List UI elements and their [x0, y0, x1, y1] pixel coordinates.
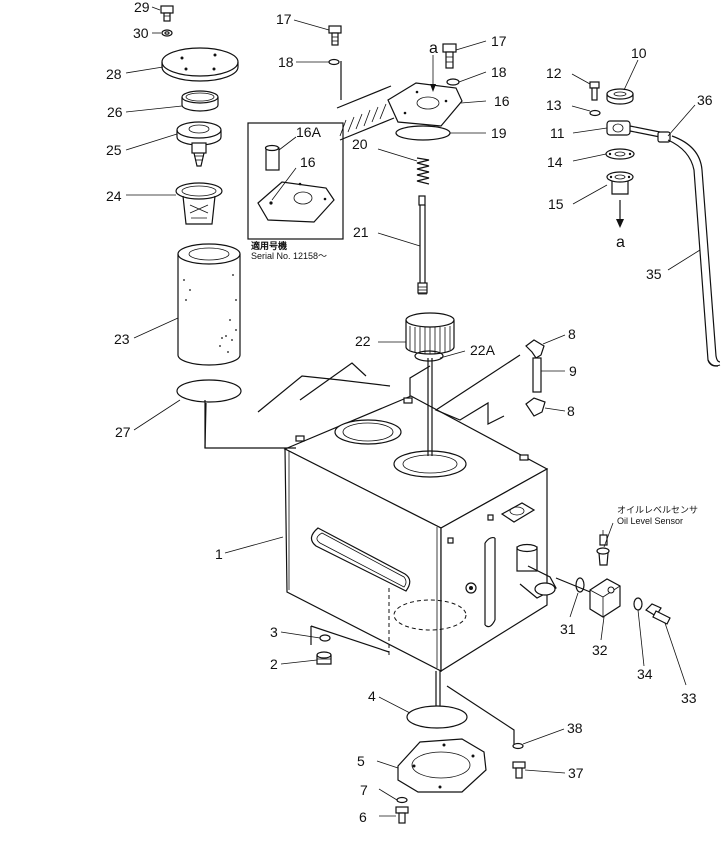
label-27: 27 — [115, 424, 131, 440]
bolt-29 — [160, 5, 174, 22]
label-18-upper: 18 — [278, 54, 294, 70]
label-13: 13 — [546, 97, 562, 113]
label-a-top: a — [429, 40, 438, 57]
label-23: 23 — [114, 331, 130, 347]
washer-13 — [589, 109, 601, 117]
washer-18-right — [446, 78, 460, 86]
label-32: 32 — [592, 642, 608, 658]
label-7: 7 — [360, 782, 368, 798]
bolt-17-upper — [328, 25, 342, 46]
label-11: 11 — [550, 125, 565, 141]
sensor-note-jp: オイルレベルセンサ — [617, 505, 699, 515]
filter-element-23 — [177, 243, 241, 366]
label-15: 15 — [548, 196, 564, 212]
label-19: 19 — [491, 125, 507, 141]
washer-3 — [319, 634, 331, 642]
spring-20 — [416, 157, 430, 185]
gasket-14 — [605, 148, 635, 160]
valve-25 — [176, 121, 222, 167]
label-20: 20 — [352, 136, 368, 152]
screw-12 — [589, 81, 600, 101]
cover-28 — [161, 47, 239, 82]
label-22: 22 — [355, 333, 371, 349]
washer-18-upper — [328, 58, 340, 66]
label-31: 31 — [560, 621, 576, 637]
washer-30 — [161, 29, 173, 37]
label-4: 4 — [368, 688, 376, 704]
arrow-a-right — [616, 200, 624, 228]
washer-7 — [396, 796, 408, 804]
label-35: 35 — [646, 266, 662, 282]
label-17-right: 17 — [491, 33, 507, 49]
ring-26 — [181, 90, 219, 112]
label-33: 33 — [681, 690, 697, 706]
flange-11 — [606, 120, 661, 138]
label-8-lower: 8 — [567, 403, 575, 419]
elbow-8-lower — [525, 397, 546, 417]
label-37: 37 — [568, 765, 584, 781]
label-29: 29 — [134, 0, 150, 15]
breather-22 — [405, 312, 455, 355]
bolt-17-right — [442, 43, 457, 69]
label-26: 26 — [107, 104, 123, 120]
explosion-lines — [204, 61, 601, 744]
label-34: 34 — [637, 666, 653, 682]
label-6: 6 — [359, 809, 367, 825]
label-30: 30 — [133, 25, 149, 41]
label-16-inset: 16 — [300, 154, 316, 170]
label-14: 14 — [547, 154, 563, 170]
bolt-37 — [512, 761, 526, 779]
label-3: 3 — [270, 624, 278, 640]
rod-21 — [417, 195, 428, 295]
label-21: 21 — [353, 224, 369, 240]
hatch-duct — [336, 85, 395, 141]
label-38: 38 — [567, 720, 583, 736]
label-9: 9 — [569, 363, 577, 379]
label-22A: 22A — [470, 342, 495, 358]
o-ring-27 — [176, 379, 242, 403]
hose-35 — [667, 135, 721, 367]
washer-34 — [633, 597, 643, 611]
o-ring-4 — [406, 705, 468, 729]
serial-note-en: Serial No. 12158～ — [251, 251, 328, 261]
washer-38 — [512, 742, 524, 750]
sensor-note-en: Oil Level Sensor — [617, 516, 684, 526]
label-16: 16 — [494, 93, 510, 109]
label-leaders — [125, 6, 701, 817]
label-1: 1 — [215, 546, 223, 562]
elbow-8-upper — [525, 339, 545, 359]
label-17-upper: 17 — [276, 11, 292, 27]
label-8-upper: 8 — [568, 326, 576, 342]
tank-1 — [283, 395, 557, 673]
label-18-right: 18 — [491, 64, 507, 80]
block-32 — [589, 578, 621, 618]
strainer-24 — [175, 182, 223, 225]
label-36: 36 — [697, 92, 713, 108]
label-25: 25 — [106, 142, 122, 158]
serial-note-jp: 適用号機 — [251, 241, 288, 251]
label-a-right: a — [616, 234, 625, 251]
seal-22A — [414, 350, 444, 362]
cover-16 — [387, 82, 463, 127]
label-16A: 16A — [296, 124, 321, 140]
oil-level-sensor — [596, 530, 610, 566]
label-24: 24 — [106, 188, 122, 204]
elbow-36 — [657, 131, 671, 143]
label-10: 10 — [631, 45, 647, 61]
o-ring-31 — [575, 577, 585, 593]
flange-15 — [606, 171, 634, 195]
label-28: 28 — [106, 66, 122, 82]
pipe-9 — [532, 357, 542, 393]
plug-2 — [316, 651, 332, 665]
label-2: 2 — [270, 656, 278, 672]
label-5: 5 — [357, 753, 365, 769]
cover-5 — [397, 738, 487, 793]
inset-frame — [247, 122, 344, 240]
bolt-6 — [395, 806, 409, 824]
o-ring-19 — [395, 125, 451, 141]
label-12: 12 — [546, 65, 562, 81]
plug-10 — [606, 88, 634, 105]
bolt-33 — [645, 603, 671, 625]
